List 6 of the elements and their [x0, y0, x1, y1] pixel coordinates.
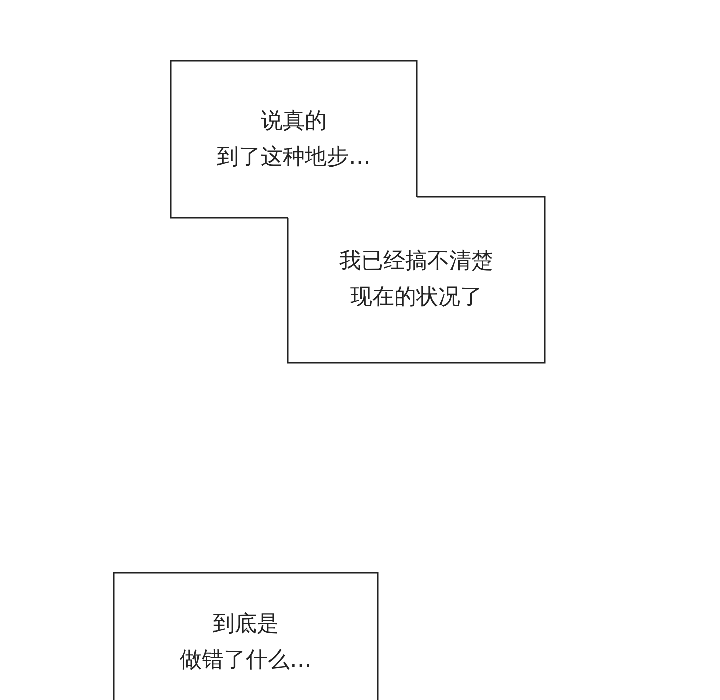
dialogue-text: 我已经搞不清楚现在的状况了 [340, 248, 494, 312]
dialogue-text: 说真的到了这种地步… [217, 108, 371, 172]
dialogue-text: 到底是做错了什么… [180, 611, 312, 675]
speech-box [114, 573, 378, 700]
speech-box [171, 61, 417, 218]
speech-box [288, 197, 545, 363]
